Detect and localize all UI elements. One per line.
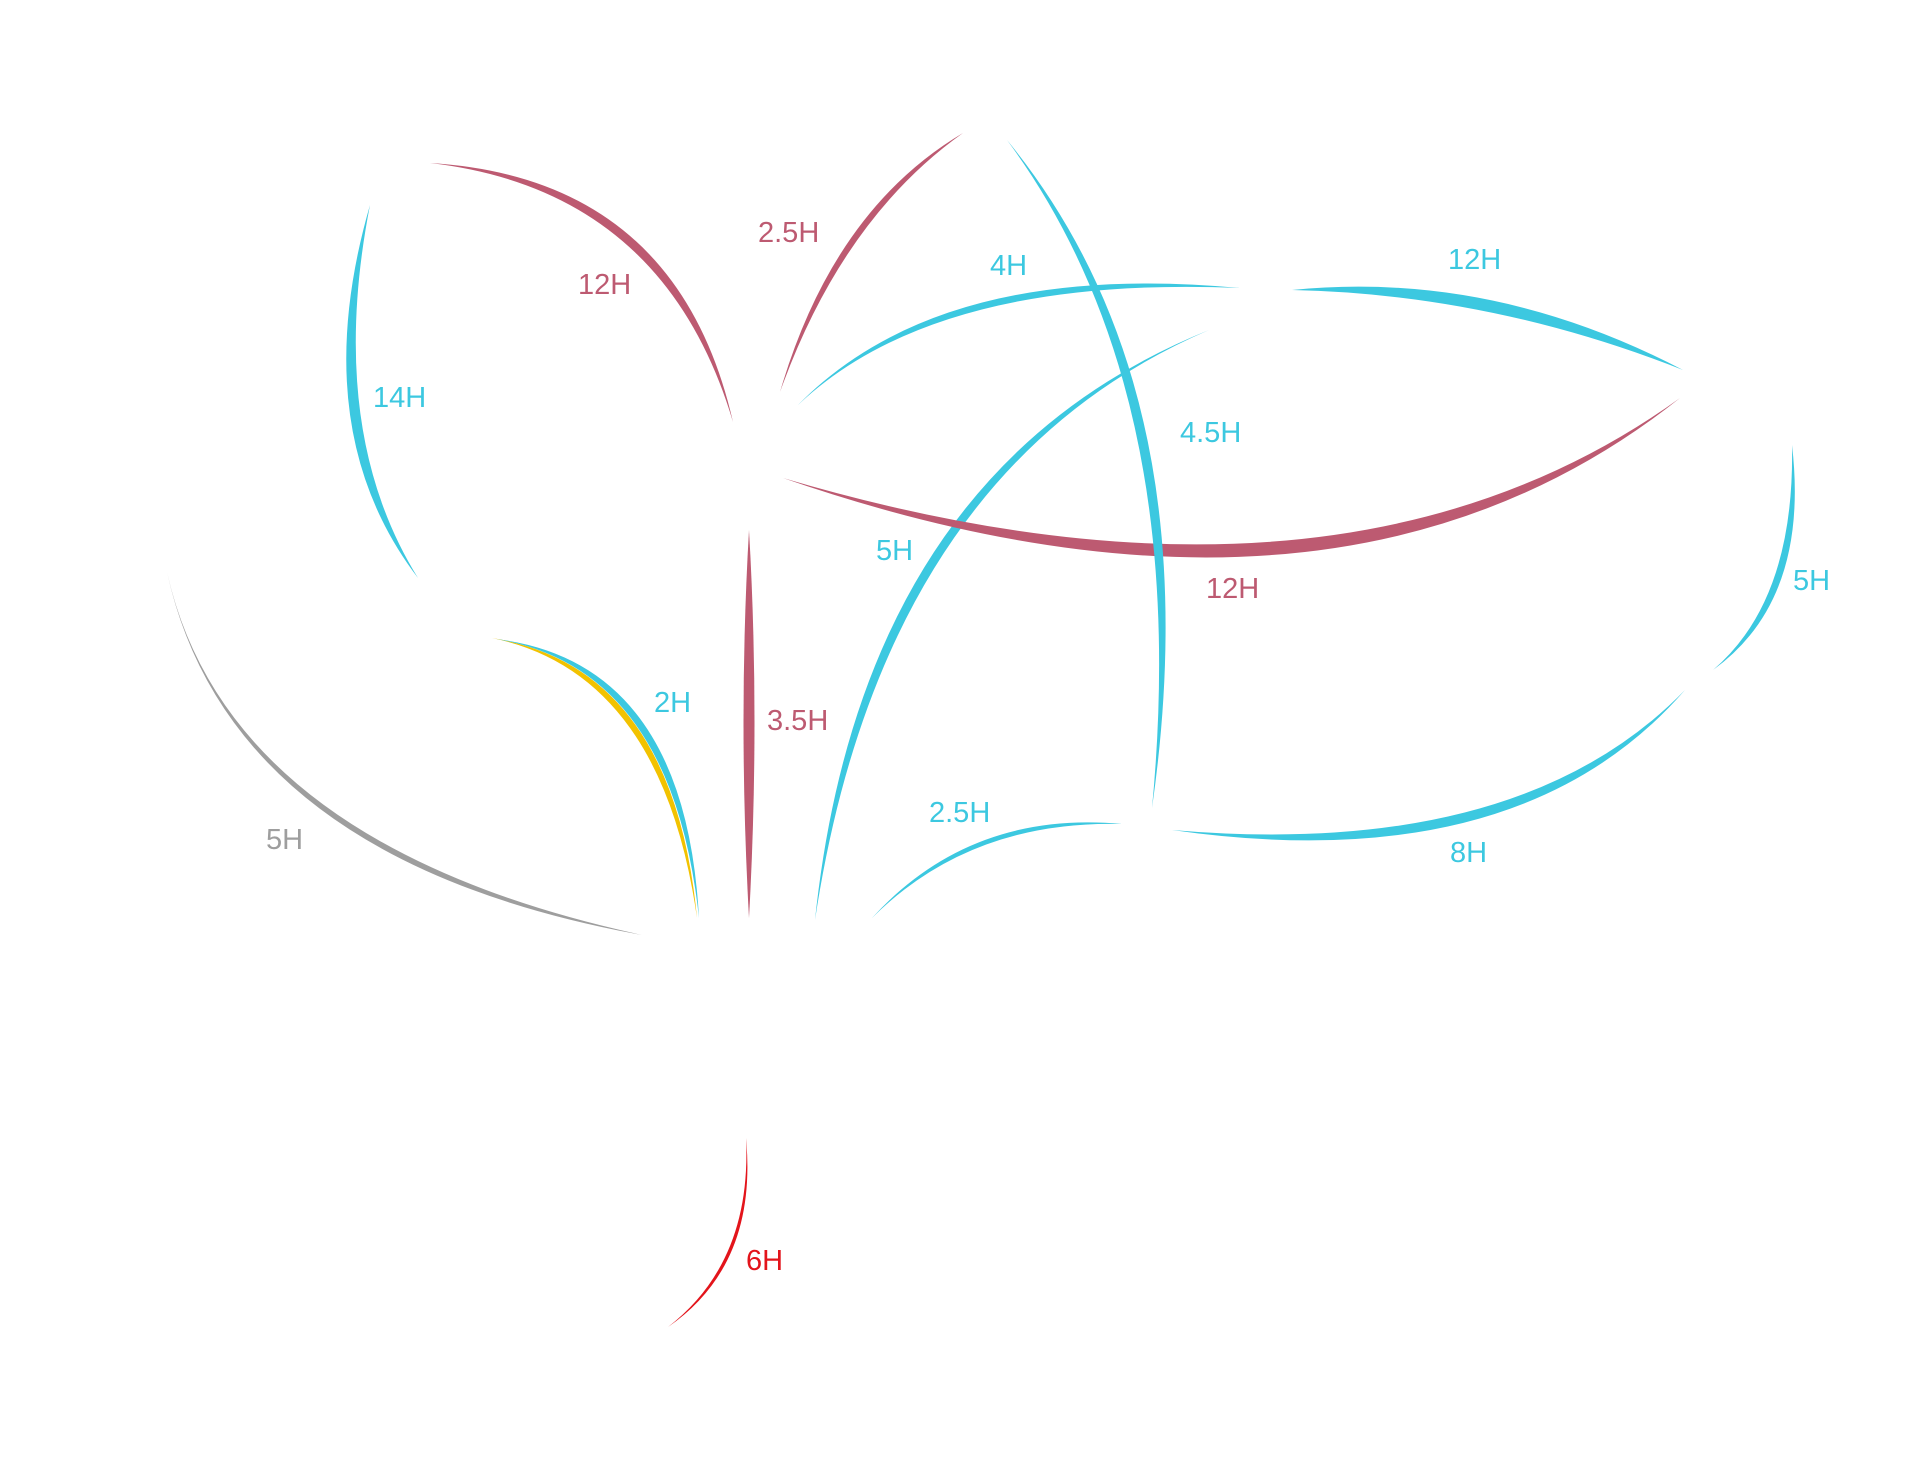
arc-5h-right-label: 5H [1793,565,1830,597]
arc-8h-label: 8H [1450,837,1487,869]
arc-5h-gray-label: 5H [266,824,303,856]
arc-4-5h: 4.5H [1007,140,1241,808]
arc-2-5h-bottom-label: 2.5H [929,797,990,829]
arc-3-5h-label: 3.5H [767,705,828,737]
arc-12h-top: 12H [1292,244,1683,370]
arc-4h: 4H [798,250,1240,405]
arc-14h-label: 14H [373,382,426,414]
arc-5h-gray: 5H [167,572,642,935]
arc-5h-right-stroke [1713,445,1795,670]
arc-12h-lower: 12H [783,398,1680,605]
arc-8h-stroke [1172,690,1685,841]
arc-4-5h-stroke [1007,140,1166,808]
arc-12h-left: 12H [430,163,733,422]
arc-3-5h-stroke [743,530,755,918]
arc-5h-center: 5H [815,330,1209,920]
arc-3-5h: 3.5H [743,530,828,918]
arc-12h-left-label: 12H [578,269,631,301]
arc-12h-left-stroke [430,163,733,422]
arc-5h-center-label: 5H [876,535,913,567]
arc-2-5h-top-label: 2.5H [758,217,819,249]
arc-12h-top-label: 12H [1448,244,1501,276]
arc-4h-label: 4H [990,250,1027,282]
arc-6h-stroke [668,1138,748,1327]
arc-8h: 8H [1172,690,1685,869]
arc-2h-stroke [496,639,699,918]
arc-4h-stroke [798,283,1240,405]
arc-12h-lower-stroke [783,398,1680,558]
arc-2-5h-bottom: 2.5H [872,797,1122,918]
arc-2-5h-top: 2.5H [758,133,963,392]
arc-2-5h-top-stroke [780,133,963,392]
arc-12h-lower-label: 12H [1206,573,1259,605]
arc-5h-right: 5H [1713,445,1830,670]
arc-12h-top-stroke [1292,286,1683,370]
arc-6h: 6H [668,1138,783,1327]
arc-2-5h-bottom-stroke [872,822,1122,918]
arc-2h: 2H [492,638,699,918]
arc-14h: 14H [346,205,426,578]
arc-6h-label: 6H [746,1245,783,1277]
arc-5h-center-stroke [815,330,1209,920]
arc-5h-gray-stroke [167,572,642,935]
arc-2h-label: 2H [654,687,691,719]
arc-4-5h-label: 4.5H [1180,417,1241,449]
